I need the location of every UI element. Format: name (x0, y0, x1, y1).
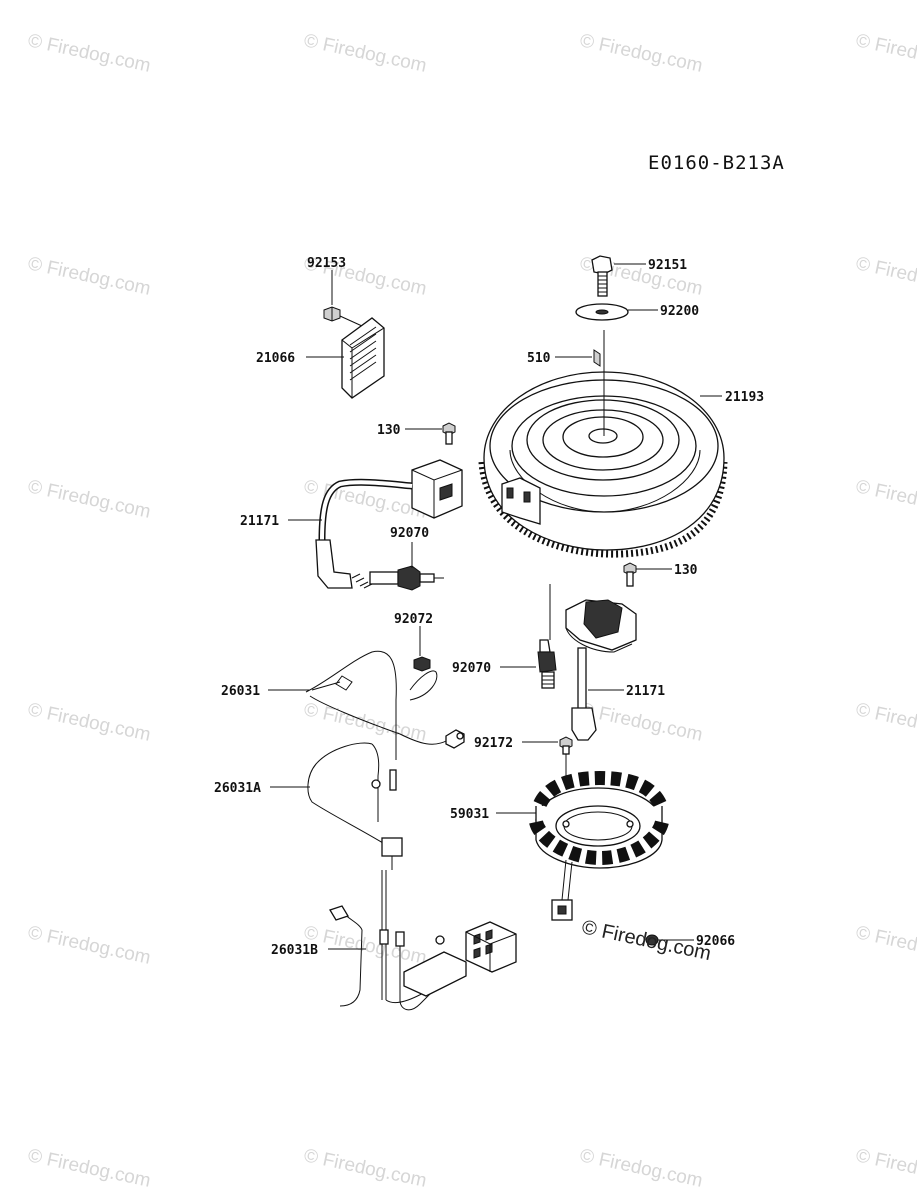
washer-92200 (575, 303, 629, 321)
part-label-92072: 92072 (394, 612, 433, 627)
part-label-130-right: 130 (674, 563, 698, 578)
part-label-92151: 92151 (648, 258, 687, 273)
part-label-21171-top: 21171 (240, 514, 279, 529)
part-label-92153: 92153 (307, 256, 346, 271)
spark-plug-92070-mid (537, 639, 557, 689)
harness-26031 (305, 650, 465, 760)
part-label-92200: 92200 (660, 304, 699, 319)
part-label-21171-mid: 21171 (626, 684, 665, 699)
part-label-92066: 92066 (696, 934, 735, 949)
spark-plug-92070-top (351, 565, 444, 591)
part-label-26031: 26031 (221, 684, 260, 699)
part-label-26031B: 26031B (271, 943, 318, 958)
part-label-92070-top: 92070 (390, 526, 429, 541)
key-510 (593, 349, 601, 367)
part-label-92172: 92172 (474, 736, 513, 751)
screw-92172 (559, 736, 573, 755)
flywheel-21193 (478, 371, 728, 558)
ignition-coil-21171-mid (565, 599, 637, 741)
screw-92153 (323, 306, 341, 322)
screw-130-top (442, 422, 456, 445)
regulator-21066 (341, 317, 385, 399)
part-label-59031: 59031 (450, 807, 489, 822)
harness-26031B (329, 870, 517, 1011)
stator-59031 (529, 770, 669, 921)
part-label-510: 510 (527, 351, 551, 366)
part-label-26031A: 26031A (214, 781, 261, 796)
ignition-coil-21171-top (315, 459, 463, 589)
harness-26031A (307, 742, 403, 870)
part-label-21193: 21193 (725, 390, 764, 405)
diagram-reference-code: E0160-B213A (648, 152, 785, 174)
part-label-92070-mid: 92070 (452, 661, 491, 676)
cap-92072 (413, 656, 431, 672)
part-label-21066: 21066 (256, 351, 295, 366)
screw-130-right (623, 562, 637, 587)
bolt-92151 (591, 255, 613, 297)
part-label-130-top: 130 (377, 423, 401, 438)
